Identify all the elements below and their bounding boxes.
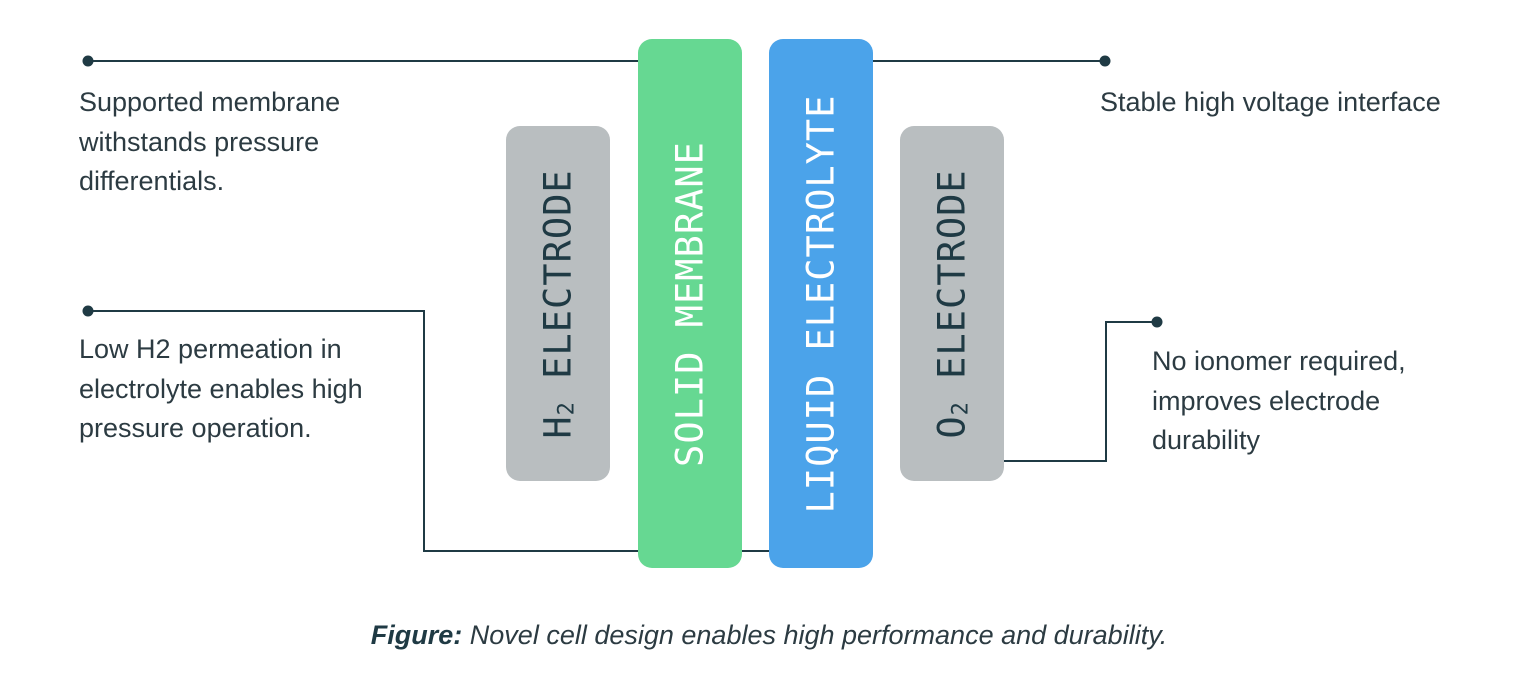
no-ionomer-callout: No ionomer required, improves electrode … — [1152, 342, 1406, 461]
solid-membrane-label: SOLID MEMBRANE — [668, 140, 712, 467]
callout-line: improves electrode — [1152, 385, 1381, 416]
solid-membrane-layer: SOLID MEMBRANE — [638, 39, 742, 568]
connector-line — [88, 310, 820, 552]
supported-membrane-connector — [82, 55, 695, 67]
liquid-electrolyte-layer: LIQUID ELECTROLYTE — [769, 39, 873, 568]
caption-label: Figure: — [370, 620, 463, 650]
connector-dot — [82, 55, 94, 67]
callout-line: No ionomer required, — [1152, 346, 1406, 376]
h2-electrode-label: H2 ELECTRODE — [536, 168, 580, 439]
callout-line: electrolyte enables high — [79, 373, 363, 404]
connector-dot — [1151, 316, 1163, 328]
h2-electrode-layer: H2 ELECTRODE — [506, 126, 610, 481]
callout-line: withstands pressure — [79, 126, 320, 157]
supported-membrane-callout: Supported membrane withstands pressure d… — [79, 83, 340, 202]
stable-voltage-callout: Stable high voltage interface — [1100, 83, 1441, 123]
liquid-electrolyte-label: LIQUID ELECTROLYTE — [799, 94, 843, 513]
callout-line: Supported membrane — [79, 87, 341, 117]
callout-line: differentials. — [79, 166, 225, 196]
callout-line: Low H2 permeation in — [79, 334, 342, 364]
callout-line: pressure operation. — [79, 413, 312, 443]
o2-electrode-layer: O2 ELECTRODE — [900, 126, 1004, 481]
connector-line — [952, 321, 1157, 462]
o2-electrode-label: O2 ELECTRODE — [930, 168, 974, 439]
connector-dot — [82, 305, 94, 317]
figure-caption: Figure: Novel cell design enables high p… — [0, 620, 1538, 651]
callout-line: durability — [1152, 425, 1261, 455]
callout-line: Stable high voltage interface — [1100, 87, 1441, 117]
low-h2-permeation-callout: Low H2 permeation in electrolyte enables… — [79, 330, 363, 449]
connector-dot — [1099, 55, 1111, 67]
caption-text: Novel cell design enables high performan… — [462, 620, 1168, 650]
